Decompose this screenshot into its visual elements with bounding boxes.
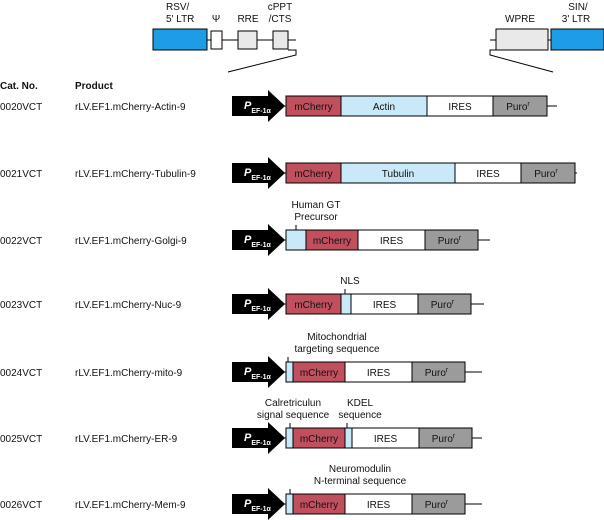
promoter-arrow [232, 488, 285, 520]
cat-no: 0026VCT [0, 500, 42, 511]
promoter-arrow [232, 422, 285, 454]
product-name: rLV.EF1.mCherry-Golgi-9 [75, 236, 187, 247]
segment-fusion [285, 493, 294, 515]
segment-label: IRES [367, 368, 391, 379]
segment-puro [418, 427, 473, 449]
cppt-label-line2: /CTS [269, 14, 292, 25]
sin-ltr-label-line1: SIN/ [568, 2, 588, 13]
segment-label: Puror [534, 168, 558, 180]
column-header-product: Product [75, 81, 113, 92]
segment-puro [520, 162, 576, 184]
annotation-label: Calretriculun [265, 398, 321, 409]
segment-label: Actin [373, 102, 395, 113]
segment-label: mCherry [294, 102, 332, 113]
segment-label: IRES [367, 500, 391, 511]
segment-puro [411, 493, 466, 515]
cat-no: 0025VCT [0, 434, 42, 445]
segment-label: Puror [431, 299, 455, 311]
rre-box [237, 30, 258, 50]
segment-label: IRES [448, 102, 472, 113]
promoter-arrow [232, 157, 285, 189]
annotation-label: Mitochondrial [307, 332, 366, 343]
segment-label: IRES [374, 434, 398, 445]
segment-label: mCherry [300, 500, 338, 511]
segment-label: Puror [425, 367, 449, 379]
rsv-ltr-label-line2: 5' LTR [166, 14, 194, 25]
wpre-label: WPRE [505, 14, 535, 25]
segment-puro [492, 95, 548, 117]
segment-label: mCherry [300, 434, 338, 445]
cat-no: 0020VCT [0, 102, 42, 113]
segment-fusion [285, 427, 294, 449]
psi-box [210, 30, 223, 50]
annotation-label: sequence [338, 410, 382, 421]
zoom-bracket-left [227, 49, 297, 73]
vector-backbone: RSV/ 5' LTR Ψ RRE cPPT /CTS WPRE SIN/ 3'… [152, 2, 604, 73]
annotation-label: Precursor [294, 212, 338, 223]
segment-fusion [344, 427, 353, 449]
psi-label: Ψ [212, 14, 220, 25]
segment-fusion [285, 361, 294, 383]
product-name: rLV.EF1.mCherry-Mem-9 [75, 500, 186, 511]
segment-label: mCherry [294, 169, 332, 180]
segment-fusion [285, 229, 307, 251]
cppt-label-line1: cPPT [268, 2, 292, 13]
rsv-5-ltr-box [152, 28, 208, 51]
promoter-arrow [232, 90, 285, 122]
sin-ltr-label-line2: 3' LTR [562, 14, 590, 25]
rre-label: RRE [237, 14, 258, 25]
sin-3-ltr-box [550, 28, 604, 51]
product-name: rLV.EF1.mCherry-ER-9 [75, 434, 178, 445]
segment-label: Puror [506, 101, 530, 113]
promoter-arrow [232, 224, 285, 256]
annotation-label: Neuromodulin [329, 464, 391, 475]
annotation-label: targeting sequence [294, 344, 380, 355]
cat-no: 0022VCT [0, 236, 42, 247]
promoter-arrow [232, 356, 285, 388]
product-name: rLV.EF1.mCherry-Actin-9 [75, 102, 186, 113]
promoter-arrow [232, 288, 285, 320]
cat-no: 0023VCT [0, 300, 42, 311]
annotation-label: NLS [340, 276, 360, 287]
cat-no: 0024VCT [0, 368, 42, 379]
rsv-ltr-label-line1: RSV/ [166, 2, 190, 13]
annotation-label: signal sequence [257, 410, 330, 421]
zoom-bracket-right [489, 49, 554, 73]
product-name: rLV.EF1.mCherry-Nuc-9 [75, 300, 182, 311]
annotation-label: Human GT [292, 200, 341, 211]
annotation-label: KDEL [347, 398, 374, 409]
segment-label: Tubulin [382, 169, 414, 180]
segment-label: Puror [425, 499, 449, 511]
segment-label: mCherry [294, 300, 332, 311]
segment-label: IRES [373, 300, 397, 311]
column-header-cat-no: Cat. No. [0, 81, 38, 92]
segment-label: Puror [432, 433, 456, 445]
segment-label: IRES [380, 236, 404, 247]
segment-label: mCherry [313, 236, 351, 247]
segment-puro [424, 229, 479, 251]
segment-puro [411, 361, 466, 383]
segment-label: IRES [476, 169, 500, 180]
annotation-label: N-terminal sequence [314, 476, 407, 487]
segment-label: mCherry [300, 368, 338, 379]
segment-puro [417, 293, 472, 315]
cppt-cts-box [272, 30, 289, 50]
wpre-box [495, 28, 549, 51]
product-name: rLV.EF1.mCherry-Tubulin-9 [75, 169, 196, 180]
product-name: rLV.EF1.mCherry-mito-9 [75, 368, 183, 379]
segment-fusion [340, 293, 352, 315]
cat-no: 0021VCT [0, 169, 42, 180]
segment-label: Puror [438, 235, 462, 247]
